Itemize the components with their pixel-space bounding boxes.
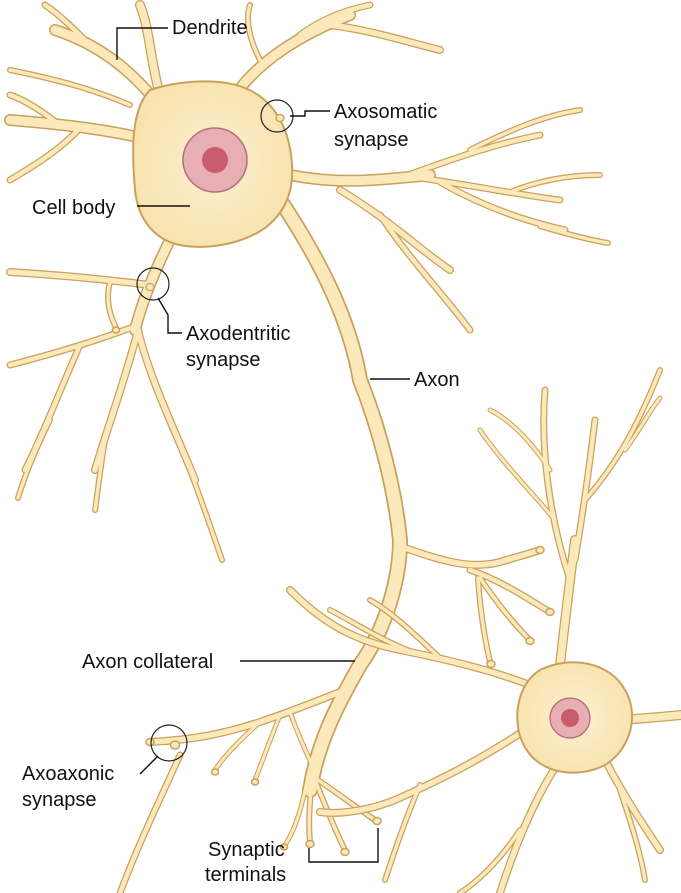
axodendritic-terminal-knob xyxy=(146,284,154,291)
axosomatic-label-line2: synapse xyxy=(334,129,409,151)
axoaxonic-leader xyxy=(140,756,158,774)
dendrite-branch xyxy=(470,110,580,150)
axon-label: Axon xyxy=(414,369,460,391)
axosomatic-terminal-knob xyxy=(276,115,284,122)
dendrite-label: Dendrite xyxy=(172,17,248,39)
axodendritic-label-line1: Axodentritic xyxy=(186,323,291,345)
lower-neuron xyxy=(120,370,681,893)
axoaxonic-contact xyxy=(171,741,180,749)
synaptic-terminals-label-line2: terminals xyxy=(205,864,286,886)
axon-collateral-label: Axon collateral xyxy=(82,651,213,673)
axosomatic-leader xyxy=(290,111,330,116)
axoaxonic-label-line2: synapse xyxy=(22,789,97,811)
axosomatic-label-line1: Axosomatic xyxy=(334,101,437,123)
axoaxonic-label-line1: Axoaxonic xyxy=(22,763,114,785)
axodendritic-leader xyxy=(158,298,182,333)
lower-nucleolus xyxy=(561,709,579,727)
cell-body-label: Cell body xyxy=(32,197,115,219)
axodendritic-label-line2: synapse xyxy=(186,349,261,371)
synaptic-terminals-label-line1: Synaptic xyxy=(208,839,285,861)
upper-nucleolus xyxy=(202,147,228,173)
